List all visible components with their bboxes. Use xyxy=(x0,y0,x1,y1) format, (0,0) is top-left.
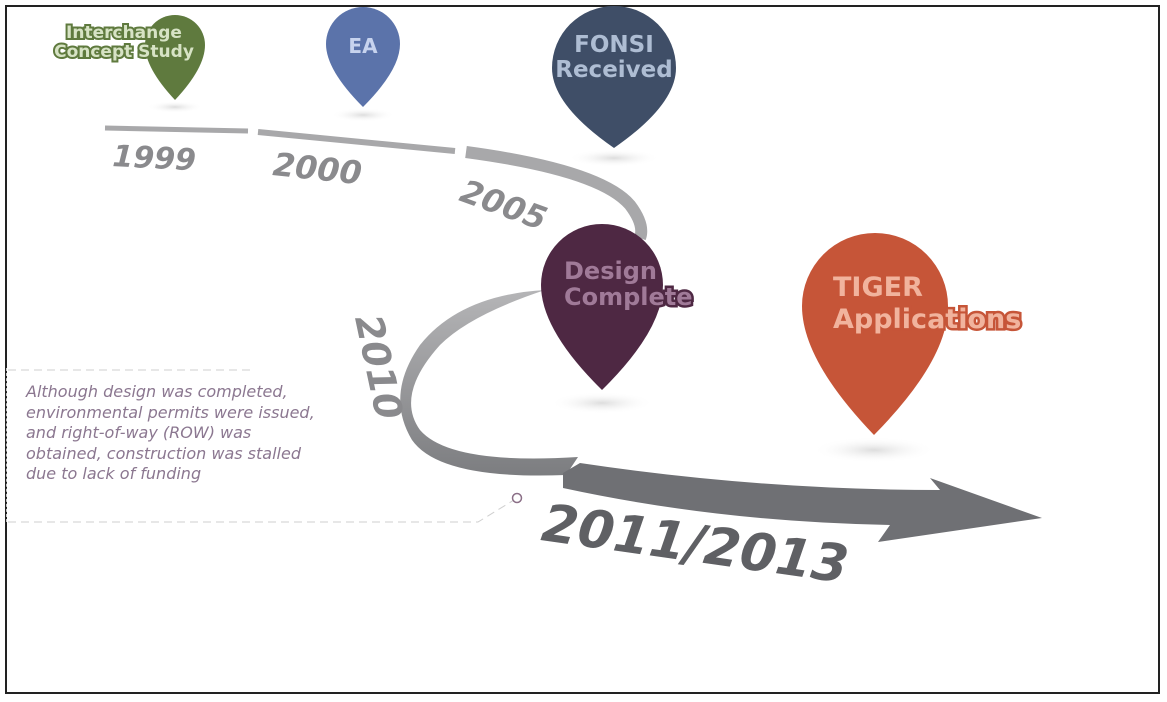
year-2010: 2010 xyxy=(346,311,411,424)
map-pin-icon xyxy=(326,7,400,107)
note-box xyxy=(6,368,255,522)
milestone-pin-design: Design Complete xyxy=(541,224,695,390)
milestone-pin-ea: EA xyxy=(326,7,400,107)
pin-shadow xyxy=(812,437,936,463)
pin-label-line: Concept Study xyxy=(54,42,194,62)
pin-label-line: TIGER xyxy=(833,272,923,303)
year-2005: 2005 xyxy=(455,172,552,238)
map-pin-icon xyxy=(552,6,676,148)
pin-shadow xyxy=(147,101,203,113)
pin-label-line: Design xyxy=(564,257,657,285)
road-segment-1999 xyxy=(104,125,249,134)
road-arrow-2011-2013 xyxy=(563,463,1042,542)
note-callout xyxy=(8,369,523,523)
year-1999: 1999 xyxy=(112,139,197,178)
timeline-road xyxy=(104,125,1042,542)
map-pin-icon xyxy=(541,224,663,390)
pin-shadow xyxy=(331,108,395,122)
milestone-pin-interchange: Interchange Concept Study xyxy=(52,15,205,100)
pin-label-line: FONSI xyxy=(574,32,654,58)
road-segment-2000 xyxy=(257,129,456,154)
map-pin-icon xyxy=(145,15,205,100)
pin-label-line: Interchange xyxy=(66,23,182,43)
road-segment-2005 xyxy=(465,146,648,241)
pin-label-line: Applications xyxy=(833,304,1021,335)
pin-shadow xyxy=(550,392,654,414)
year-2000: 2000 xyxy=(271,145,364,192)
pin-label-line: Complete xyxy=(564,283,693,311)
note-text: Although design was completed, environme… xyxy=(26,382,315,483)
callout-dot xyxy=(511,492,523,504)
milestone-pin-fonsi: FONSI Received xyxy=(552,6,676,148)
pin-label-line: Received xyxy=(555,57,672,83)
map-pin-icon xyxy=(802,233,948,435)
pin-label-line: EA xyxy=(348,34,378,58)
milestone-pin-tiger: TIGER Applications xyxy=(802,233,1024,435)
pin-shadow xyxy=(568,149,660,167)
road-curve-2010 xyxy=(400,290,578,476)
